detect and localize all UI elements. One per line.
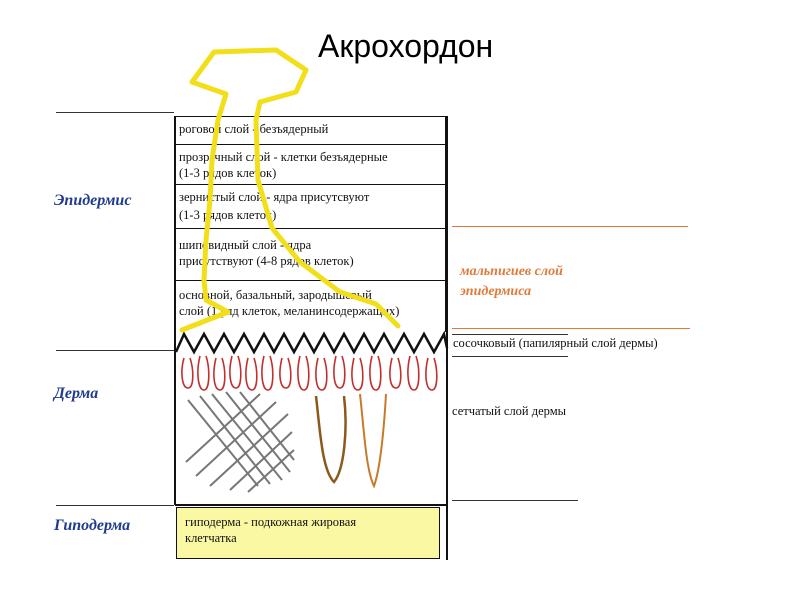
layer-text: (1-3 рядов клеток) (179, 208, 277, 222)
hair-follicle-orange (359, 393, 387, 489)
capillary-loop (297, 355, 310, 391)
papillary-top-line (452, 334, 568, 335)
capillary-loop (369, 355, 382, 391)
fiber-line (247, 449, 295, 493)
capillary-loop (279, 357, 292, 389)
reticular-fibers (185, 391, 295, 493)
papillary-bottom-line (452, 356, 568, 357)
capillary-loop (181, 357, 194, 389)
separator-epidermis-dermis (56, 350, 174, 351)
fiber-line (225, 391, 291, 473)
papillary-layer-label: сосочковый (папилярный слой дермы) (453, 336, 658, 350)
layer-text: шиповидный слой - ядра (179, 238, 312, 252)
capillary-loop (333, 355, 346, 389)
layer-stratum-granulosum: зернистый слой - ядра присутсвуют (1-3 р… (174, 184, 446, 228)
malpighian-bottom-line (452, 328, 690, 329)
capillary-loop (213, 357, 226, 391)
layer-stratum-spinosum: шиповидный слой - ядра присутствуют (4-8… (174, 228, 446, 280)
acrochordon-outline (179, 47, 401, 333)
capillary-loop (261, 355, 274, 391)
layer-text: основной, базальный, зародышевый (179, 288, 372, 302)
papillary-zigzag (174, 330, 449, 355)
layer-text: слой (1 ряд клеток, меланинсодержащих) (179, 304, 400, 318)
region-label-epidermis: Эпидермис (54, 192, 132, 209)
capillary-loop (407, 355, 420, 391)
region-label-hypodermis: Гиподерма (54, 517, 131, 534)
layer-stratum-basale: основной, базальный, зародышевый слой (1… (174, 280, 446, 332)
fiber-line (229, 431, 293, 491)
capillary-loop (245, 357, 258, 391)
capillary-loop (197, 355, 210, 391)
fiber-line (187, 399, 259, 487)
region-label-dermis: Дерма (54, 385, 99, 402)
capillary-loop (351, 357, 364, 391)
hair-follicle-brown (314, 395, 347, 484)
separator-top (56, 112, 174, 113)
layer-text: присутствуют (4-8 рядов клеток) (179, 254, 354, 268)
capillary-loop (315, 357, 328, 391)
hypodermis-box: гиподерма - подкожная жировая клетчатка (176, 507, 440, 559)
layer-text: зернистый слой - ядра присутсвуют (179, 190, 370, 204)
capillary-loop (389, 357, 402, 389)
malpighian-layer-label: мальпигиев слой эпидермиса (460, 262, 563, 302)
layer-text: прозрачный слой - клетки безъядерные (179, 150, 388, 164)
hypodermis-text: клетчатка (185, 531, 237, 545)
slide-title: Акрохордон (318, 28, 494, 64)
papillary-capillaries (181, 355, 438, 391)
malpighian-top-line (452, 226, 688, 227)
layer-text: (1-3 рядов клеток) (179, 166, 277, 180)
fiber-line (195, 401, 277, 477)
malpighian-text: эпидермиса (460, 284, 532, 299)
reticular-bottom-line (452, 500, 578, 501)
separator-dermis-hypodermis (56, 505, 174, 506)
hypodermis-text: гиподерма - подкожная жировая (185, 515, 357, 529)
fiber-line (185, 393, 261, 463)
capillary-loop (425, 357, 438, 391)
fiber-line (211, 393, 283, 481)
malpighian-text: мальпигиев слой (460, 264, 563, 279)
capillary-loop (229, 355, 242, 389)
reticular-layer-label: сетчатый слой дермы (452, 404, 567, 418)
fiber-line (209, 413, 289, 487)
